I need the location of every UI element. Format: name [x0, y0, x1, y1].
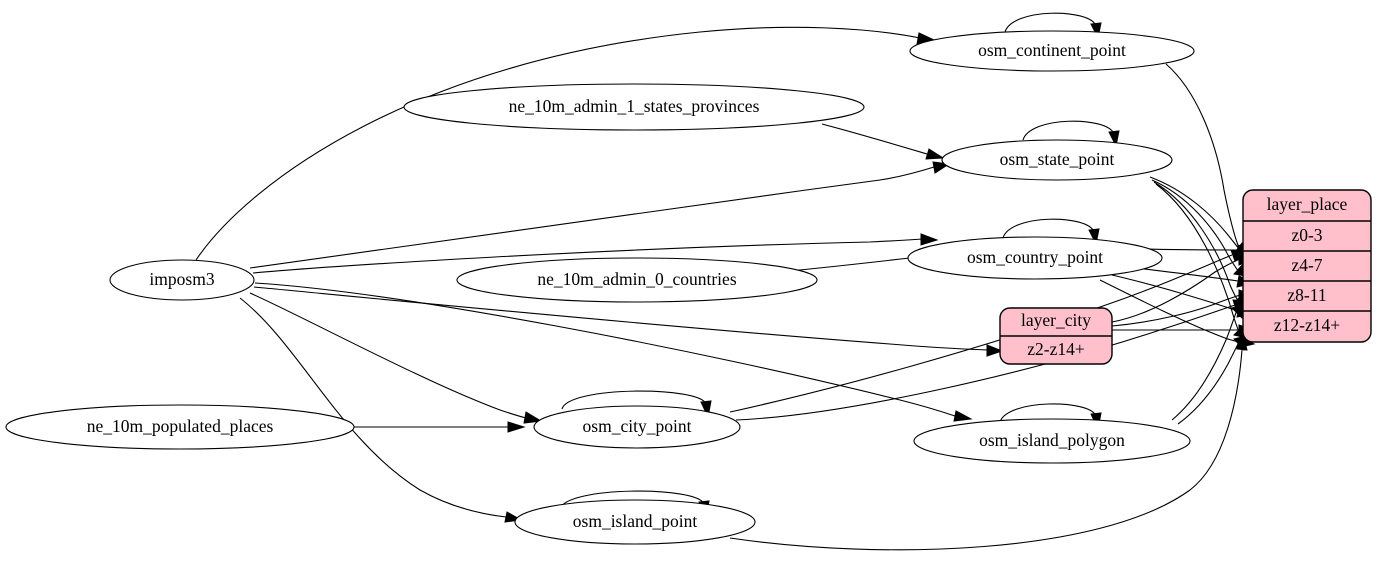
arrowhead-icon — [523, 411, 543, 424]
selfloop-continent-point — [1004, 12, 1097, 33]
record-layer-place-box[interactable] — [1242, 189, 1372, 343]
edge-imposm3-to-island-point — [239, 297, 507, 518]
node-ne-admin1-label: ne_10m_admin_1_states_provinces — [509, 96, 760, 116]
record-layer-city-row-0[interactable]: z2-z14+ — [1027, 339, 1085, 359]
node-osm-island-point[interactable]: osm_island_point — [514, 499, 756, 545]
arrowhead-icon — [1108, 130, 1120, 148]
record-layer: layer_city z2-z14+ layer_place z0-3 z4-7… — [999, 189, 1372, 365]
arrowhead-icon — [953, 410, 973, 422]
record-layer-city-title: layer_city — [1021, 310, 1091, 330]
node-imposm3-shape[interactable] — [109, 259, 255, 301]
edge-imposm3-to-island-polygon — [254, 282, 956, 417]
record-layer-city[interactable]: layer_city z2-z14+ — [999, 307, 1113, 365]
node-layer: imposm3 ne_10m_populated_places ne_10m_a… — [5, 30, 1195, 545]
selfloop-island-polygon — [999, 403, 1097, 423]
node-imposm3[interactable]: imposm3 — [109, 259, 255, 301]
node-ne-populated-shape[interactable] — [5, 404, 355, 450]
node-imposm3-label: imposm3 — [149, 269, 214, 289]
node-osm-island-polygon-shape[interactable] — [913, 418, 1191, 464]
node-ne-admin0-shape[interactable] — [456, 257, 818, 303]
node-osm-country-point-label: osm_country_point — [967, 247, 1103, 267]
node-osm-island-polygon[interactable]: osm_island_polygon — [913, 418, 1191, 464]
arrowhead-icon — [507, 421, 526, 433]
selfloop-country-point — [1002, 218, 1095, 239]
node-osm-continent-point-label: osm_continent_point — [978, 40, 1126, 60]
node-osm-island-point-label: osm_island_point — [573, 511, 698, 531]
edge-state-point-to-place-z8-11 — [1153, 181, 1240, 303]
record-layer-place-row-2[interactable]: z8-11 — [1287, 285, 1326, 305]
node-osm-city-point-shape[interactable] — [533, 405, 741, 449]
node-osm-state-point[interactable]: osm_state_point — [941, 139, 1173, 181]
node-ne-10m-admin-1-states-provinces[interactable]: ne_10m_admin_1_states_provinces — [403, 83, 865, 131]
node-osm-country-point-shape[interactable] — [907, 236, 1163, 280]
node-ne-populated-label: ne_10m_populated_places — [87, 416, 274, 436]
selfloop-state-point — [1022, 120, 1115, 141]
edge-island-polygon-to-place-z12 — [1177, 341, 1240, 425]
node-ne-10m-admin-0-countries[interactable]: ne_10m_admin_0_countries — [456, 257, 818, 303]
node-osm-island-polygon-label: osm_island_polygon — [979, 430, 1125, 450]
arrowhead-icon — [920, 233, 939, 246]
selfloop-island-point — [559, 490, 705, 510]
edge-country-point-to-place-z8-11 — [1111, 274, 1239, 312]
arrowhead-icon — [986, 344, 1004, 357]
edge-ne-admin1-to-state-point — [821, 123, 928, 155]
edge-city-point-to-place-z8-11 — [735, 304, 1236, 421]
node-osm-continent-point-shape[interactable] — [909, 30, 1195, 72]
edge-island-polygon-to-place-z8-11 — [1171, 309, 1238, 421]
selfloop-city-point — [561, 390, 707, 410]
node-osm-city-point[interactable]: osm_city_point — [533, 405, 741, 449]
edge-island-point-to-place-z12 — [729, 349, 1243, 551]
node-osm-state-point-shape[interactable] — [941, 139, 1173, 181]
arrowhead-icon — [1236, 332, 1248, 351]
edge-imposm3-to-continent-point — [195, 26, 921, 261]
edge-imposm3-to-country-point — [252, 238, 923, 274]
record-layer-place-title: layer_place — [1267, 194, 1348, 214]
node-osm-city-point-label: osm_city_point — [583, 416, 692, 436]
edge-imposm3-to-city-point — [249, 292, 527, 419]
edge-state-point-to-place-z0-3 — [1149, 176, 1240, 250]
node-osm-state-point-label: osm_state_point — [1000, 149, 1115, 169]
edge-imposm3-to-state-point — [249, 166, 935, 269]
edge-imposm3-to-layer-city — [253, 286, 989, 351]
edge-layer-city-to-place-z8-11 — [1111, 294, 1241, 327]
record-layer-place-row-1[interactable]: z4-7 — [1291, 255, 1322, 275]
edge-state-point-to-place-z12 — [1155, 183, 1241, 335]
edge-continent-point-to-place-z0-3 — [1165, 63, 1240, 249]
record-layer-place[interactable]: layer_place z0-3 z4-7 z8-11 z12-z14+ — [1242, 189, 1372, 343]
node-ne-admin0-label: ne_10m_admin_0_countries — [537, 269, 736, 289]
arrowhead-icon — [925, 148, 945, 160]
node-ne-admin1-shape[interactable] — [403, 83, 865, 131]
node-osm-continent-point[interactable]: osm_continent_point — [909, 30, 1195, 72]
node-ne-10m-populated-places[interactable]: ne_10m_populated_places — [5, 404, 355, 450]
edge-state-point-to-place-z4-7 — [1151, 179, 1240, 273]
record-layer-place-row-0[interactable]: z0-3 — [1291, 225, 1322, 245]
record-layer-place-row-3[interactable]: z12-z14+ — [1274, 315, 1340, 335]
node-osm-island-point-shape[interactable] — [514, 499, 756, 545]
edge-ne-admin0-to-country-point — [789, 256, 919, 272]
node-osm-country-point[interactable]: osm_country_point — [907, 236, 1163, 280]
